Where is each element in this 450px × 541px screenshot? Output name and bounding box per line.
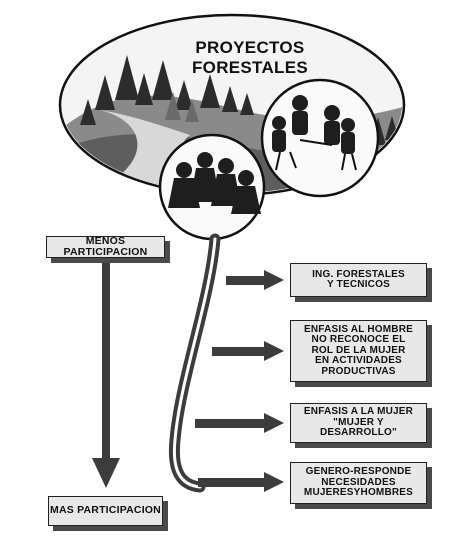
approach-box-women-development: ENFASIS A LA MUJER "MUJER Y DESARROLLO"	[290, 403, 427, 443]
approach-text: ENFASIS AL HOMBRE NO RECONOCE EL ROL DE …	[304, 323, 413, 377]
less-participation-label: MENOS PARTICIPACION	[46, 234, 165, 258]
approach-box-technical: ING. FORESTALES Y TECNICOS	[290, 263, 427, 297]
approach-text: ING. FORESTALES Y TECNICOS	[312, 268, 405, 290]
people-working-group-illustration	[260, 78, 380, 198]
seated-women-group-illustration	[158, 133, 266, 241]
approach-text: GENERO-RESPONDE NECESIDADES MUJERESYHOMB…	[303, 466, 414, 499]
participation-arrow	[92, 262, 120, 488]
more-participation-text: MAS PARTICIPACION	[50, 504, 161, 517]
approach-text: ENFASIS A LA MUJER "MUJER Y DESARROLLO"	[303, 406, 414, 439]
approach-box-gender: GENERO-RESPONDE NECESIDADES MUJERESYHOMB…	[290, 462, 427, 504]
page-title: PROYECTOS FORESTALES	[191, 38, 309, 77]
approach-box-men-focus: ENFASIS AL HOMBRE NO RECONOCE EL ROL DE …	[290, 320, 427, 382]
more-participation-label: MAS PARTICIPACION	[48, 496, 163, 526]
less-participation-text: MENOS PARTICIPACION	[63, 234, 148, 258]
branch-arrows	[195, 270, 284, 492]
